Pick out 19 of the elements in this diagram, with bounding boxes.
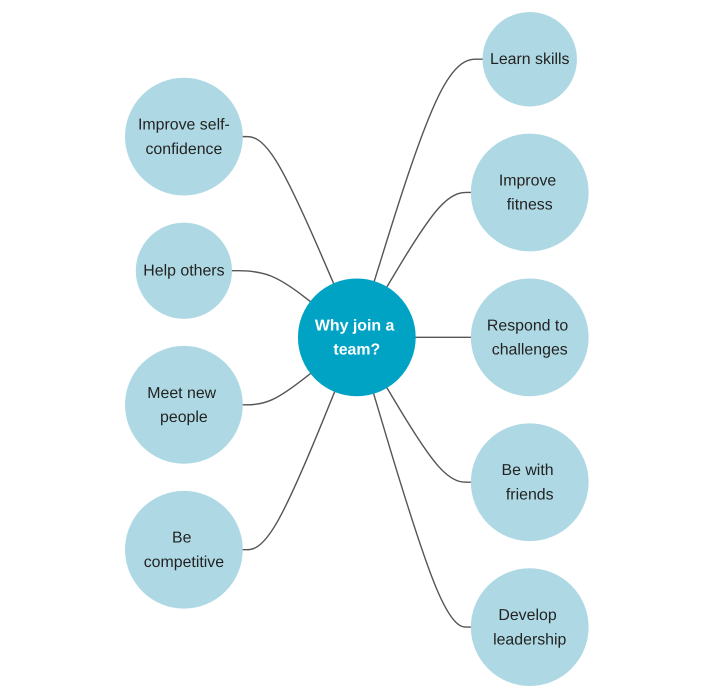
connector (242, 136, 334, 284)
node-circle: Be competitive (124, 490, 242, 609)
connector (242, 372, 311, 406)
node-circle: Improve fitness (470, 134, 588, 252)
connector (414, 336, 471, 338)
connector (373, 58, 483, 282)
connector (231, 270, 311, 302)
node-circle: Develop leadership (470, 568, 588, 686)
node-circle: Meet new people (124, 346, 242, 464)
node-circle: Respond to challenges (470, 278, 588, 396)
node-circle: Why join a team? (298, 278, 416, 396)
connector (372, 393, 471, 628)
connector (386, 387, 471, 483)
connector (242, 391, 336, 550)
node-circle: Help others (135, 222, 232, 319)
node-circle: Be with friends (470, 423, 588, 542)
connector (386, 192, 471, 288)
node-circle: Improve self-confidence (124, 78, 242, 196)
node-circle: Learn skills (482, 12, 577, 106)
